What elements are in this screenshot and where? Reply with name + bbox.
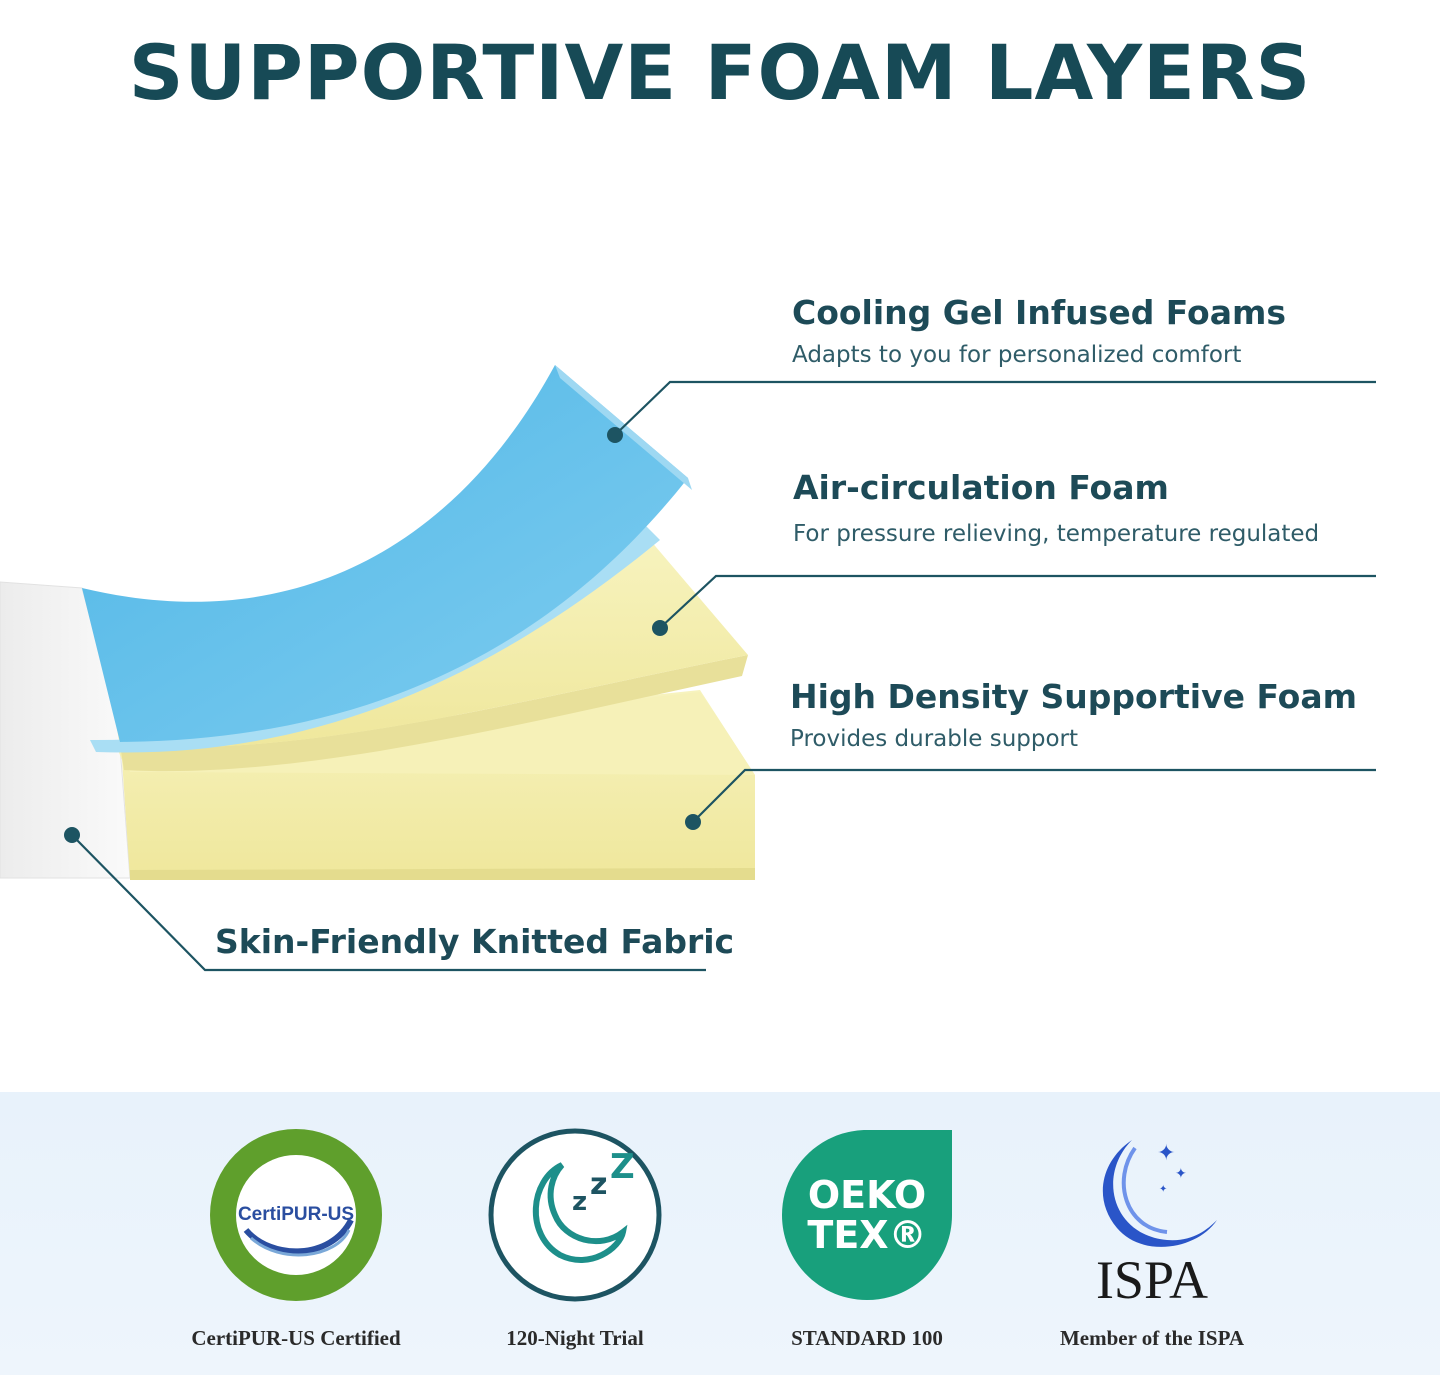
badge-caption: Member of the ISPA: [1059, 1326, 1245, 1350]
svg-text:✦: ✦: [1175, 1166, 1187, 1182]
layer-name: High Density Supportive Foam: [790, 677, 1357, 716]
badge-certipur: CertiPUR-US CertiPUR-US Certified: [166, 1120, 426, 1351]
svg-text:Z: Z: [610, 1147, 635, 1187]
oeko-logo-line2: TEX®: [807, 1213, 926, 1257]
certification-badges: CertiPUR-US CertiPUR-US Certified z z Z …: [0, 1092, 1440, 1375]
badge-oeko-tex: OEKO TEX® STANDARD 100: [737, 1120, 997, 1351]
layer-description: Provides durable support: [790, 726, 1079, 752]
label-cooling-gel: Cooling Gel Infused Foams Adapts to you …: [792, 293, 1286, 368]
label-air-circulation: Air-circulation Foam For pressure reliev…: [793, 468, 1319, 547]
oeko-logo-line1: OEKO: [808, 1173, 926, 1217]
moon-zzz-icon: z z Z: [488, 1128, 662, 1302]
marker-dot-air: [652, 620, 668, 636]
certipur-us-logo-icon: CertiPUR-US: [210, 1129, 382, 1301]
svg-text:z: z: [590, 1167, 607, 1202]
badge-ispa: ✦ ✦ ✦ ISPA Member of the ISPA: [1022, 1120, 1282, 1351]
layer-description: Adapts to you for personalized comfort: [792, 342, 1242, 368]
badge-caption: STANDARD 100: [791, 1326, 943, 1350]
leader-line-cooling: [614, 380, 1376, 436]
page-title: SUPPORTIVE FOAM LAYERS: [128, 28, 1312, 117]
leader-line-air: [659, 574, 1376, 629]
ispa-moon-logo-icon: ✦ ✦ ✦ ISPA: [1096, 1140, 1217, 1310]
layer-description: For pressure relieving, temperature regu…: [793, 521, 1320, 547]
badge-caption: CertiPUR-US Certified: [191, 1326, 401, 1350]
certipur-logo-text: CertiPUR-US: [238, 1204, 354, 1225]
svg-text:✦: ✦: [1159, 1184, 1167, 1195]
svg-text:z: z: [572, 1187, 587, 1217]
leader-line-support: [692, 768, 1376, 823]
ispa-logo-text: ISPA: [1096, 1250, 1208, 1310]
svg-text:✦: ✦: [1157, 1141, 1175, 1166]
marker-dot-fabric: [64, 827, 80, 843]
layer-name: Air-circulation Foam: [793, 468, 1169, 507]
fabric-name: Skin-Friendly Knitted Fabric: [215, 922, 735, 961]
knitted-fabric-cover: [0, 581, 131, 879]
foam-layers-illustration: [0, 365, 1376, 972]
marker-dot-support: [685, 814, 701, 830]
leader-line-fabric: [71, 834, 706, 972]
badge-caption: 120-Night Trial: [506, 1326, 644, 1350]
label-high-density: High Density Supportive Foam Provides du…: [790, 677, 1357, 752]
badge-night-trial: z z Z 120-Night Trial: [445, 1120, 705, 1351]
marker-dot-cooling: [607, 427, 623, 443]
layer-name: Cooling Gel Infused Foams: [792, 293, 1286, 332]
label-knitted-fabric: Skin-Friendly Knitted Fabric: [215, 922, 734, 961]
oeko-tex-logo-icon: OEKO TEX®: [782, 1130, 952, 1300]
